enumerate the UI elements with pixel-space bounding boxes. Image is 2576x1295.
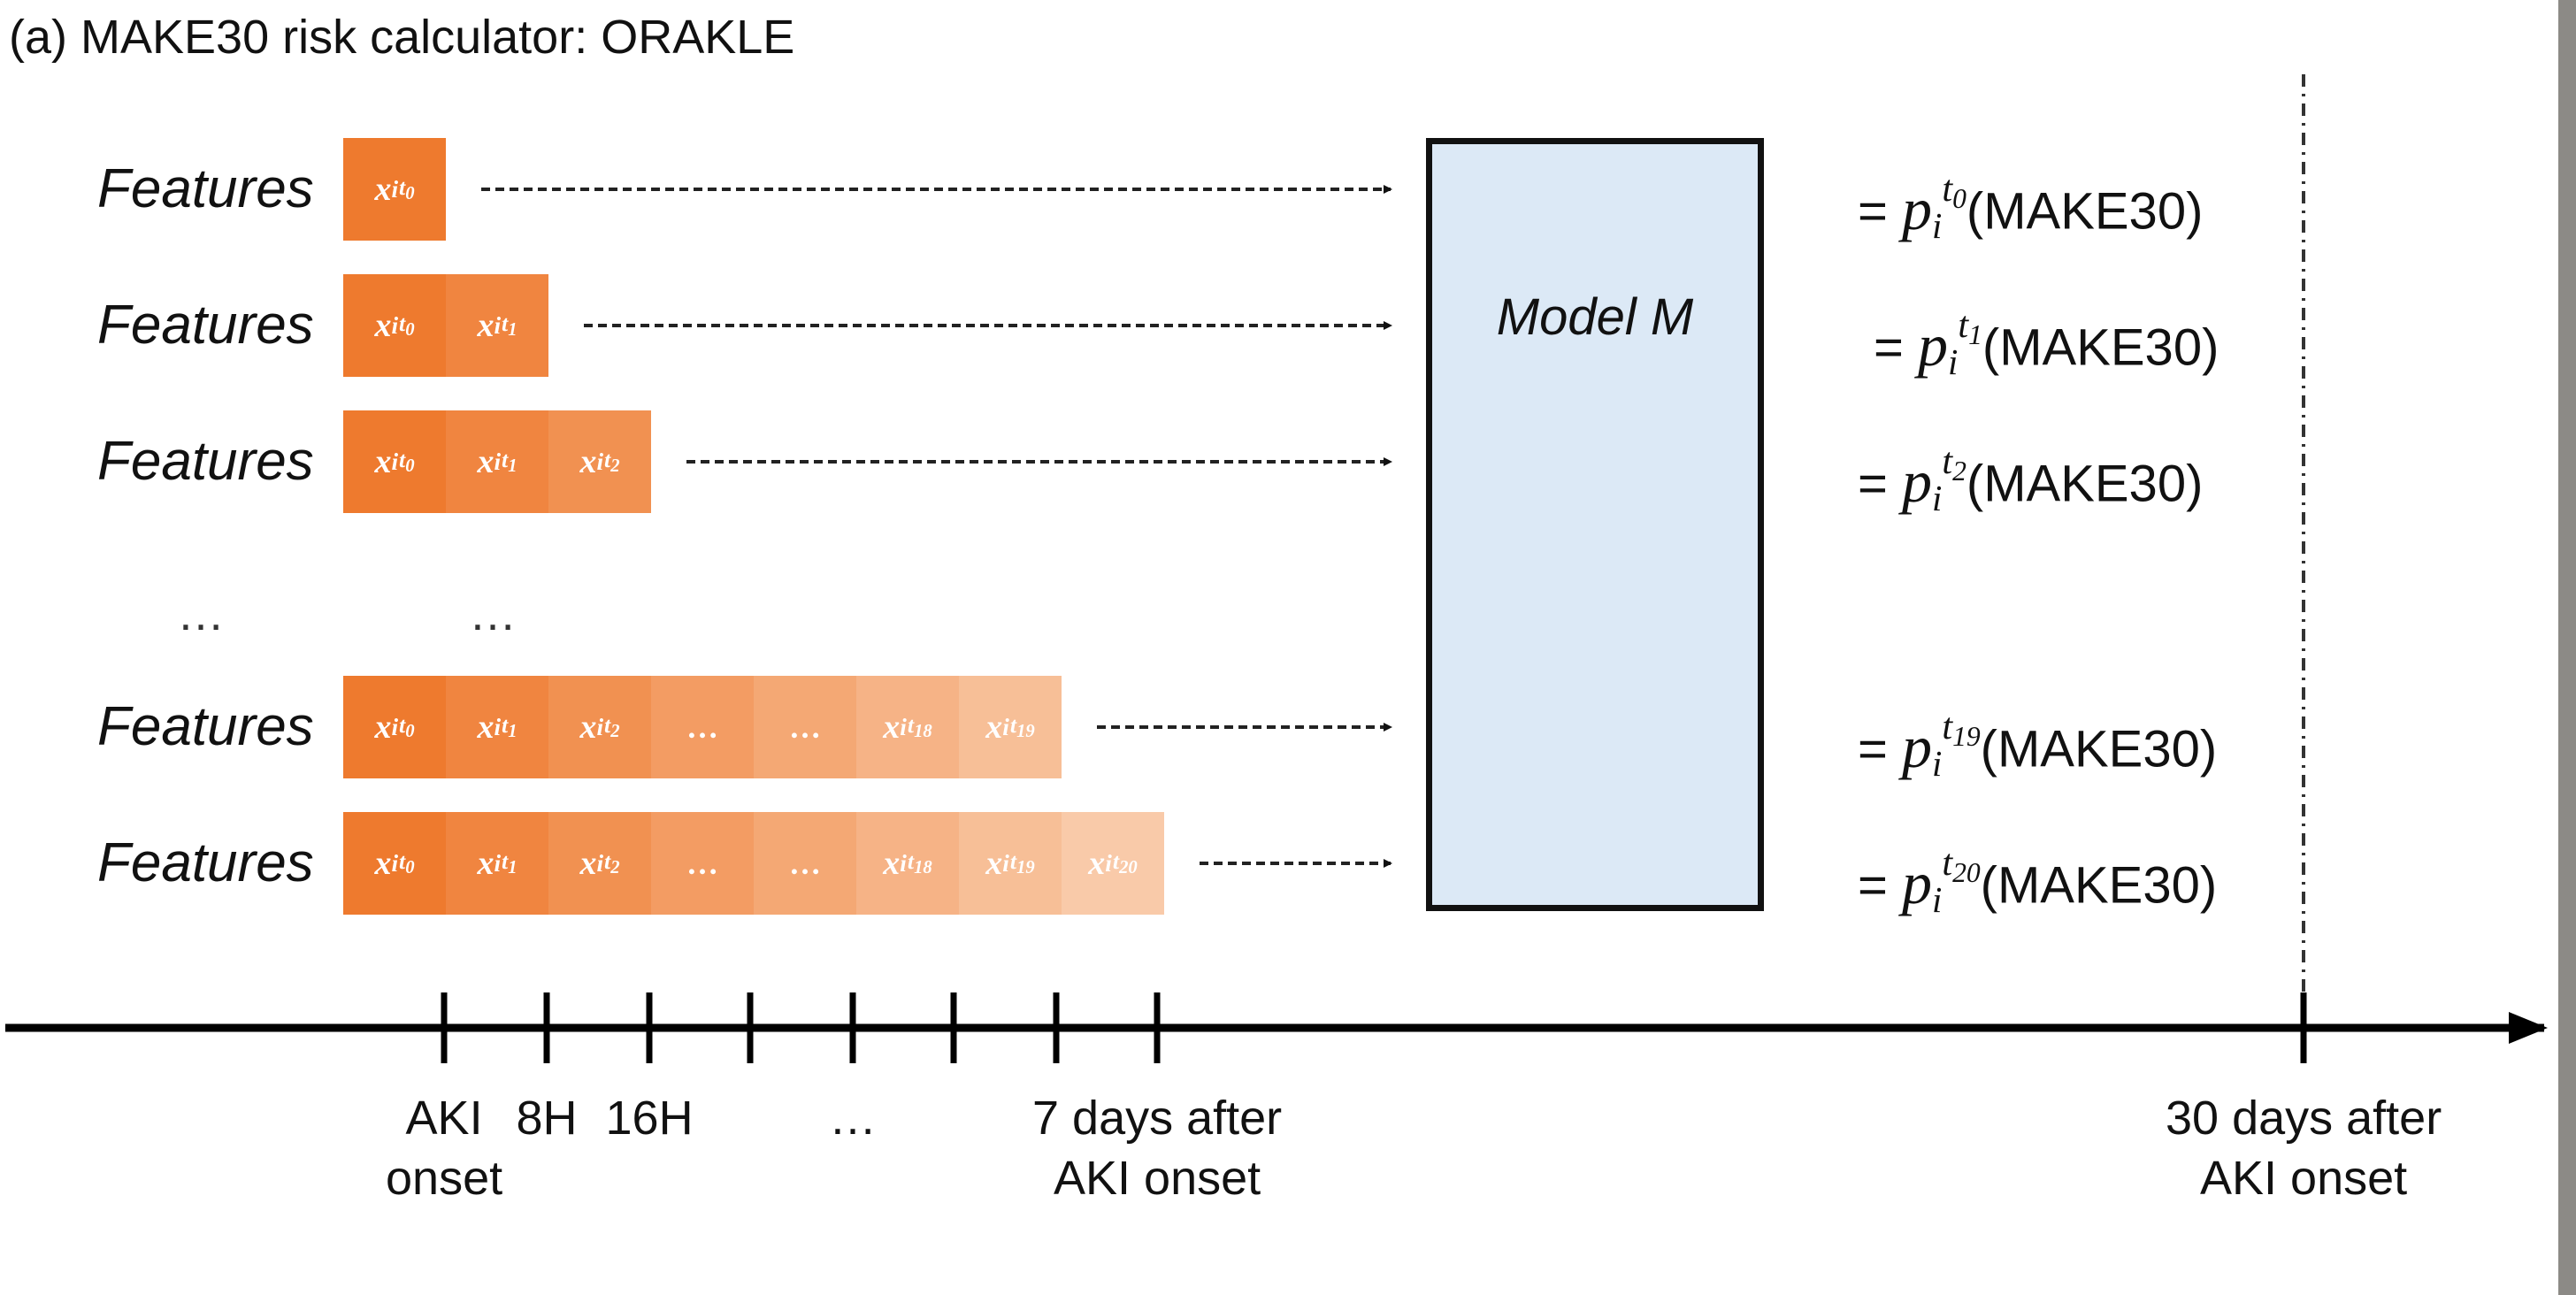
features-label: Features <box>97 832 314 893</box>
features-label: Features <box>97 295 314 356</box>
tick-label-line1: AKI <box>405 1092 483 1145</box>
risk-output: = pit0(MAKE30) <box>1858 168 2204 246</box>
right-edge-strip <box>2558 0 2576 1295</box>
risk-output: = pit1(MAKE30) <box>1874 304 2220 382</box>
features-label: Features <box>97 158 314 219</box>
tick-label-line2: AKI onset <box>2200 1152 2408 1205</box>
gap-dots-left: … <box>177 587 225 640</box>
feature-cell: … <box>651 676 754 778</box>
risk-output: = pit19(MAKE30) <box>1858 706 2218 784</box>
feature-cell: … <box>754 676 856 778</box>
tick-label-line1: 30 days after <box>2166 1092 2442 1145</box>
features-label: Features <box>97 696 314 757</box>
risk-output: = pit20(MAKE30) <box>1858 842 2218 920</box>
timeline-tick-label: … <box>829 1088 877 1148</box>
timeline-tick-label: 16H <box>606 1088 694 1148</box>
tick-label-line1: 7 days after <box>1032 1092 1283 1145</box>
tick-label-line2: AKI onset <box>1054 1152 1261 1205</box>
tick-label-line1: 16H <box>605 1092 694 1145</box>
gap-dots-cells: … <box>469 587 517 640</box>
model-label: Model M <box>1496 287 1694 346</box>
tick-label-line1: … <box>829 1092 877 1145</box>
tick-label-line1: 8H <box>516 1092 578 1145</box>
risk-output: = pit2(MAKE30) <box>1858 441 2204 518</box>
model-box: Model M <box>1426 138 1764 911</box>
feature-cell: … <box>754 812 856 915</box>
features-label: Features <box>97 431 314 492</box>
timeline-tick-label: AKI onset <box>386 1088 502 1208</box>
timeline-tick-label: 8H <box>517 1088 578 1148</box>
tick-label-line2: onset <box>386 1152 503 1205</box>
figure-title: (a) MAKE30 risk calculator: ORAKLE <box>9 11 795 64</box>
feature-cell: … <box>651 812 754 915</box>
